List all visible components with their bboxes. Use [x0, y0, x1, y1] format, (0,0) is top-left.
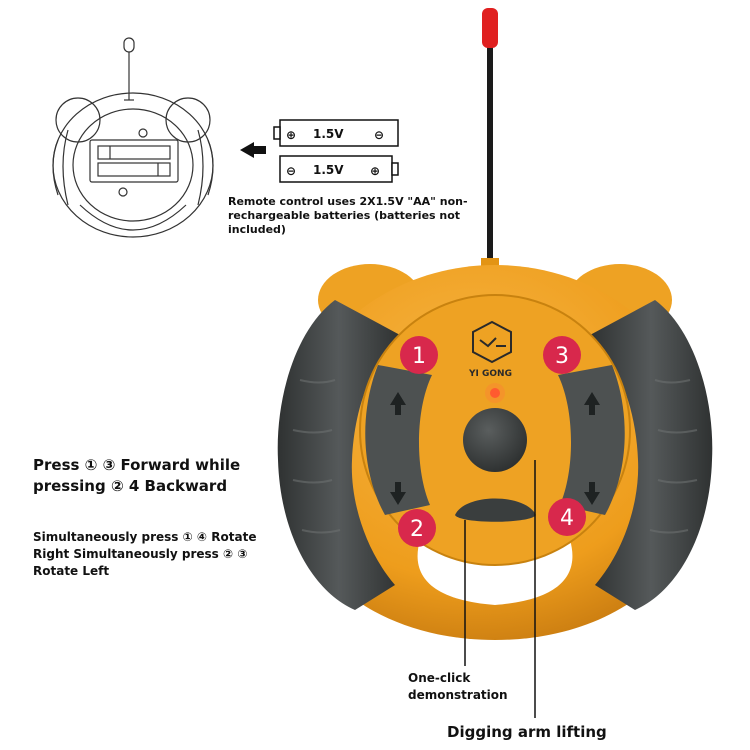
power-led [490, 388, 500, 398]
down-arrow-icon-left [390, 482, 406, 505]
left-rocker [365, 365, 432, 515]
battery-bottom-voltage: 1.5V [313, 163, 344, 177]
battery-bottom: ⊖ 1.5V ⊕ [279, 155, 399, 183]
up-arrow-icon-left [390, 392, 406, 415]
button-badge-4: 4 [548, 498, 586, 536]
battery-top-minus: ⊖ [374, 128, 384, 142]
button-badge-2: 2 [398, 509, 436, 547]
instruction-line-2: pressing ② 4 Backward [33, 477, 228, 495]
arrow-left-icon [240, 142, 266, 158]
remote-control-illustration: YI GONG 1 2 3 4 [277, 8, 713, 718]
battery-top-plus: ⊕ [286, 128, 296, 142]
svg-text:1: 1 [412, 344, 426, 369]
battery-top: ⊕ 1.5V ⊖ [273, 119, 399, 147]
digging-arm-button [463, 408, 527, 472]
instruction-forward-backward: Press ① ③ Forward while pressing ② 4 Bac… [33, 455, 293, 497]
battery-diagram: ⊕ 1.5V ⊖ ⊖ 1.5V ⊕ [240, 119, 399, 183]
button-badge-3: 3 [543, 336, 581, 374]
battery-top-voltage: 1.5V [313, 127, 344, 141]
antenna [487, 28, 493, 268]
svg-text:2: 2 [410, 517, 424, 542]
brand-name: YI GONG [468, 369, 512, 379]
battery-bottom-minus: ⊖ [286, 164, 296, 178]
label-digging-arm: Digging arm lifting [447, 723, 607, 741]
svg-text:4: 4 [560, 506, 574, 531]
button-badge-1: 1 [400, 336, 438, 374]
left-grip [277, 300, 400, 610]
instruction-rotate: Simultaneously press ① ④ Rotate Right Si… [33, 530, 257, 578]
down-arrow-icon-right [584, 482, 600, 505]
battery-note: Remote control uses 2X1.5V "AA" non-rech… [228, 195, 468, 236]
antenna-tip [482, 8, 498, 48]
svg-text:3: 3 [555, 344, 569, 369]
battery-bottom-plus: ⊕ [370, 164, 380, 178]
up-arrow-icon-right [584, 392, 600, 415]
brand-logo-icon: YI GONG [468, 320, 512, 379]
right-rocker [558, 365, 625, 515]
label-demonstration: One-click demonstration [408, 671, 508, 702]
demo-button [455, 498, 536, 522]
right-grip [590, 300, 713, 610]
remote-back-sketch [52, 37, 214, 238]
instruction-line-1: Press ① ③ Forward while [33, 456, 241, 474]
